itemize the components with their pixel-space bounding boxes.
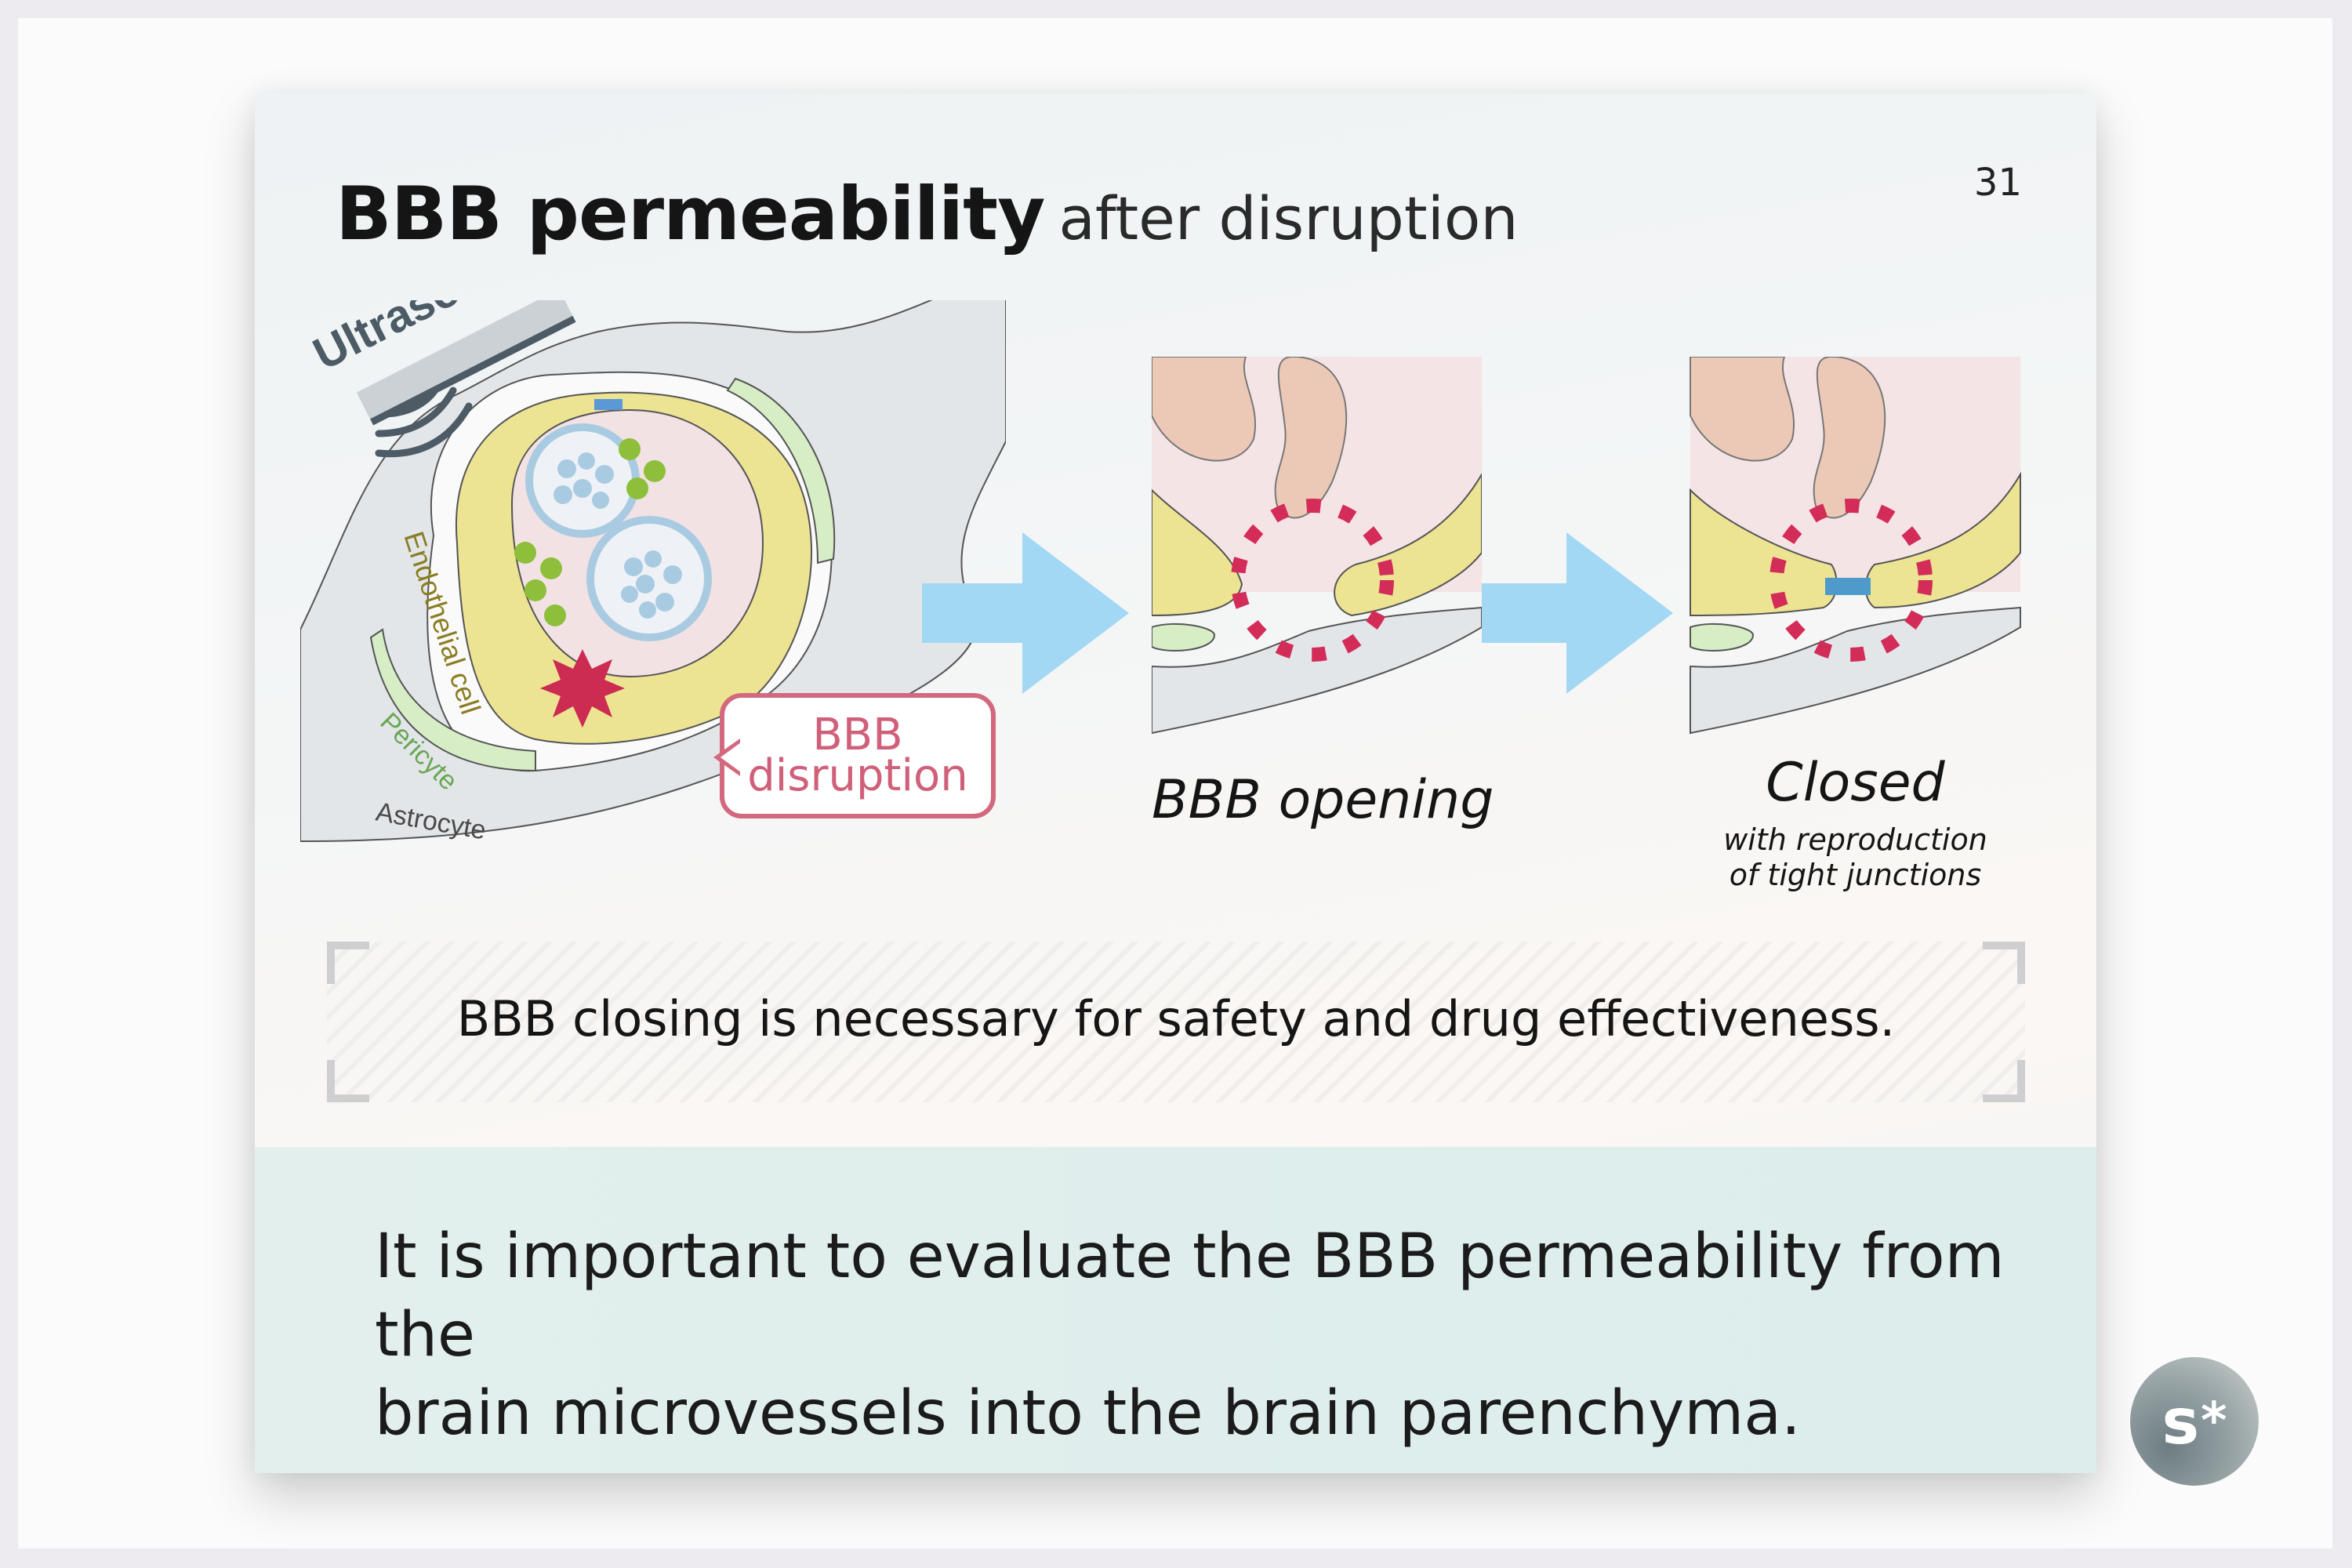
page-number: 31 — [1973, 161, 2022, 205]
pericyte-shape-right — [726, 377, 836, 564]
closed-subcaption-1: with reproduction — [1723, 822, 1987, 857]
bbb-disruption-callout: BBB disruption — [713, 693, 996, 818]
drug-particles — [514, 438, 666, 626]
logo-star-icon: * — [2201, 1392, 2227, 1450]
title-light: after disruption — [1058, 183, 1519, 253]
closed-caption: Closed — [1766, 752, 1945, 814]
ultrasound-transducer — [356, 300, 576, 426]
focus-circle — [1769, 499, 1933, 662]
tight-junction — [1825, 578, 1871, 595]
opening-caption: BBB opening — [1152, 769, 1494, 831]
key-note-text: BBB closing is necessary for safety and … — [456, 990, 1896, 1047]
closed-subcaption-2: of tight junctions — [1729, 858, 1982, 892]
disruption-burst-icon — [540, 649, 625, 728]
focus-circle — [1231, 499, 1394, 662]
key-note-box: BBB closing is necessary for safety and … — [327, 942, 2025, 1102]
summary-text: It is important to evaluate the BBB perm… — [375, 1218, 2096, 1453]
title-bold: BBB permeability — [336, 172, 1045, 257]
tight-junction — [594, 399, 622, 410]
pericyte-shape-left — [369, 628, 536, 772]
callout-line1: BBB — [812, 710, 903, 760]
arrow-right-icon — [1482, 532, 1673, 694]
bbb-opening-panel — [1152, 357, 1482, 735]
bbb-closed-panel — [1690, 357, 2021, 735]
summary-line-1: It is important to evaluate the BBB perm… — [375, 1221, 2005, 1370]
summary-line-2: brain microvessels into the brain parenc… — [375, 1378, 1801, 1449]
callout-line2: disruption — [747, 750, 968, 801]
logo-letter: s — [2161, 1385, 2200, 1458]
arrow-right-icon — [922, 532, 1129, 694]
summary-band: It is important to evaluate the BBB perm… — [255, 1147, 2096, 1473]
app-logo-button[interactable]: s* — [2130, 1357, 2259, 1486]
